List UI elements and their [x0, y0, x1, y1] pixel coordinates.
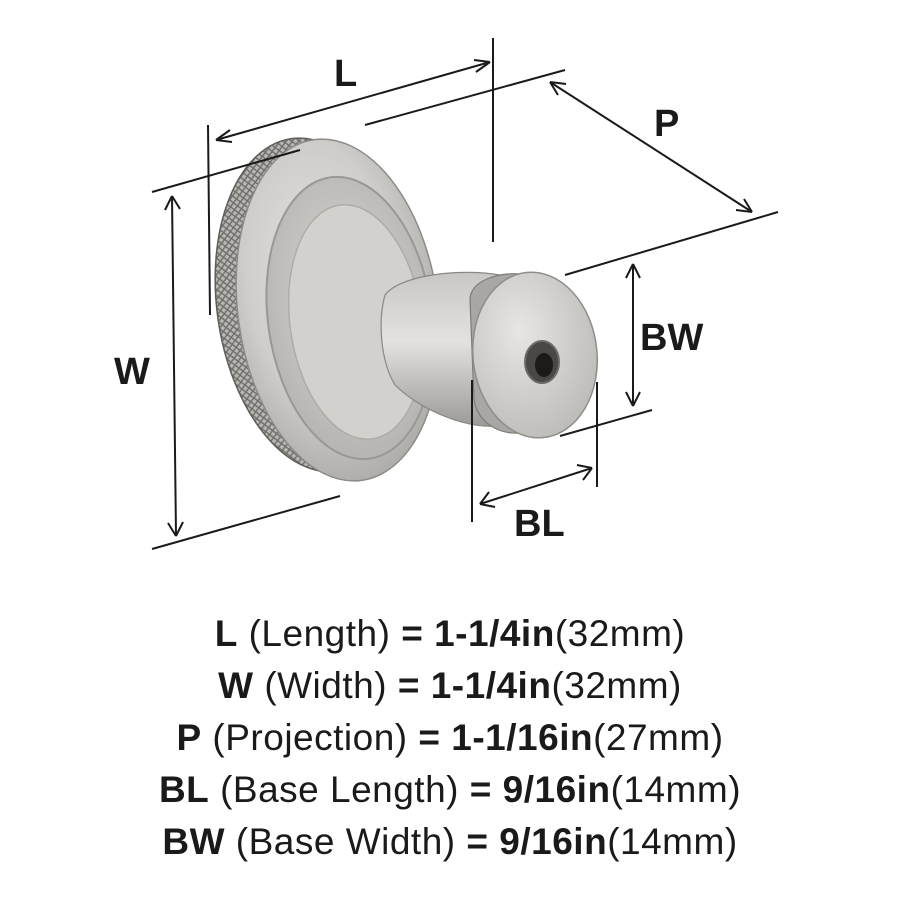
- spec-name: (Width): [264, 665, 388, 706]
- spec-metric: (14mm): [607, 821, 738, 862]
- spec-metric: (27mm): [593, 717, 724, 758]
- dimension-projection: [549, 81, 779, 276]
- spec-metric: (32mm): [551, 665, 682, 706]
- spec-abbr: W: [218, 665, 254, 706]
- spec-equals: =: [418, 717, 441, 758]
- spec-metric: (14mm): [610, 769, 742, 810]
- spec-equals: =: [469, 769, 492, 810]
- dimension-label-projection: P: [654, 103, 679, 145]
- dimension-base-length: [471, 380, 598, 522]
- dimension-label-base-width: BW: [640, 317, 703, 359]
- spec-name: (Base Length): [220, 769, 459, 810]
- dimension-label-base-length: BL: [514, 503, 565, 545]
- spec-base-length: BL (Base Length) = 9/16in(14mm): [0, 764, 900, 816]
- dimension-length: [151, 38, 566, 316]
- dimension-width: [151, 195, 341, 550]
- spec-imperial: 1-1/4in: [430, 665, 552, 706]
- dimension-label-width: W: [114, 351, 150, 393]
- spec-imperial: 1-1/4in: [434, 613, 555, 654]
- coat-hook-illustration: [214, 137, 599, 482]
- spec-imperial: 9/16in: [499, 821, 608, 862]
- hook-dimension-diagram: L W P BW BL: [114, 38, 779, 550]
- spec-abbr: L: [214, 613, 238, 654]
- spec-equals: =: [397, 665, 420, 706]
- spec-imperial: 9/16in: [502, 769, 611, 810]
- dimension-specs-list: L (Length) = 1-1/4in(32mm) W (Width) = 1…: [0, 608, 900, 868]
- spec-equals: =: [466, 821, 489, 862]
- spec-abbr: BW: [162, 821, 225, 862]
- spec-width: W (Width) = 1-1/4in(32mm): [0, 660, 900, 712]
- spec-abbr: BL: [158, 769, 210, 810]
- spec-abbr: P: [176, 717, 202, 758]
- spec-projection: P (Projection) = 1-1/16in(27mm): [0, 712, 900, 764]
- spec-imperial: 1-1/16in: [451, 717, 594, 758]
- spec-metric: (32mm): [554, 613, 686, 654]
- dimension-base-width: [559, 263, 653, 437]
- spec-name: (Length): [248, 613, 391, 654]
- spec-equals: =: [401, 613, 424, 654]
- spec-length: L (Length) = 1-1/4in(32mm): [0, 608, 900, 660]
- spec-name: (Base Width): [235, 821, 456, 862]
- dimension-label-length: L: [334, 53, 357, 95]
- spec-base-width: BW (Base Width) = 9/16in(14mm): [0, 816, 900, 868]
- spec-name: (Projection): [212, 717, 408, 758]
